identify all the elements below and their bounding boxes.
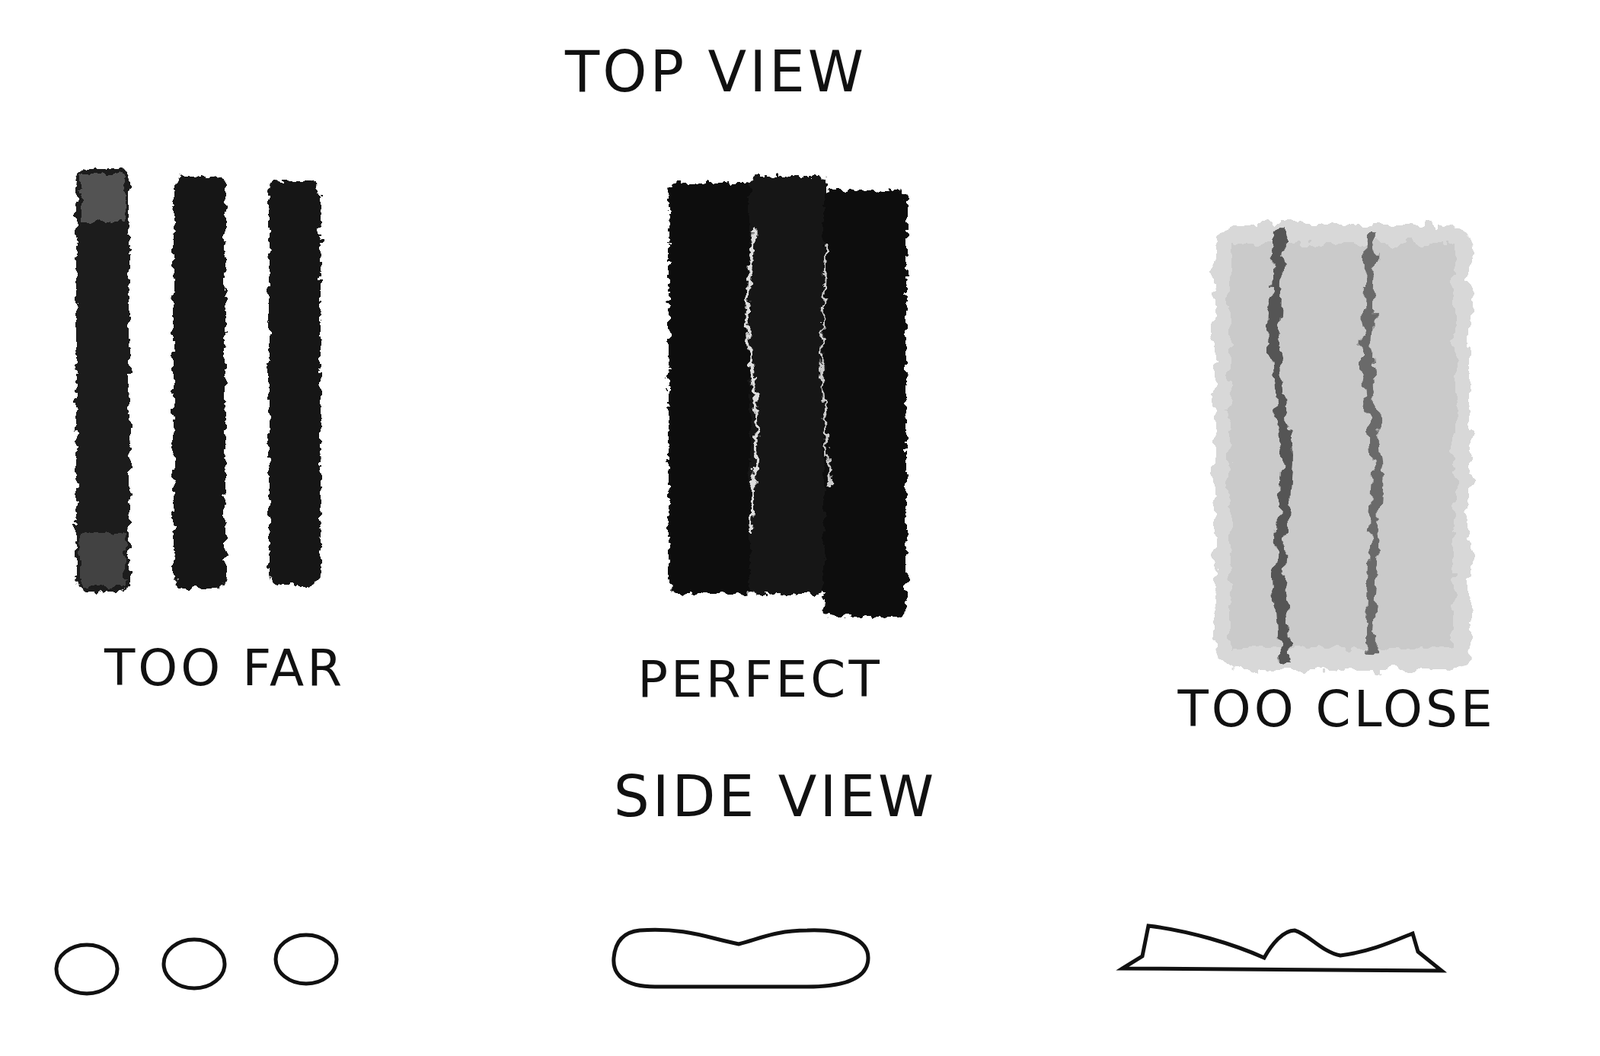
bead-perfect [668,176,907,617]
spacing-label: TOO CLOSE [1177,684,1495,735]
bead-too-close [1214,224,1470,671]
spacing-label: TOO FAR [104,643,345,694]
spacing-label: PERFECT [637,654,882,706]
bead-too-far [76,169,321,592]
heading: SIDE VIEW [613,768,937,825]
side-view-sketch [56,926,1442,994]
heading: TOP VIEW [565,43,867,100]
